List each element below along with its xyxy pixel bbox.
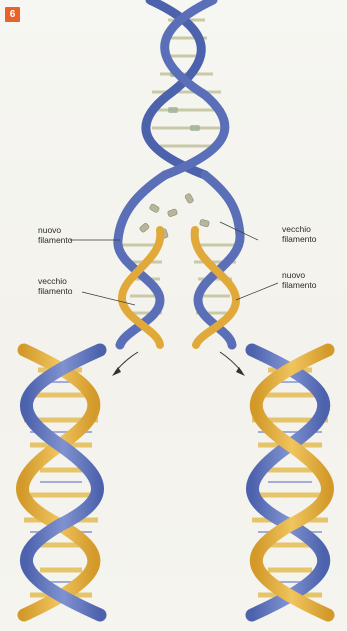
parent-helix xyxy=(146,0,225,175)
left-forming-helix xyxy=(118,230,162,345)
right-arrowhead xyxy=(236,367,245,376)
label-old-strand-right: vecchio filamento xyxy=(282,224,317,244)
replication-fork xyxy=(118,175,240,240)
right-forming-helix xyxy=(194,230,240,345)
arrows xyxy=(115,352,242,372)
label-leaders xyxy=(70,222,278,305)
label-new-strand-right: nuovo filamento xyxy=(282,270,317,290)
label-new-strand-left: nuovo filamento xyxy=(38,225,73,245)
left-arrowhead xyxy=(112,367,121,376)
label-old-strand-left: vecchio filamento xyxy=(38,276,73,296)
right-daughter-helix xyxy=(252,350,328,615)
left-daughter-helix xyxy=(23,350,101,615)
